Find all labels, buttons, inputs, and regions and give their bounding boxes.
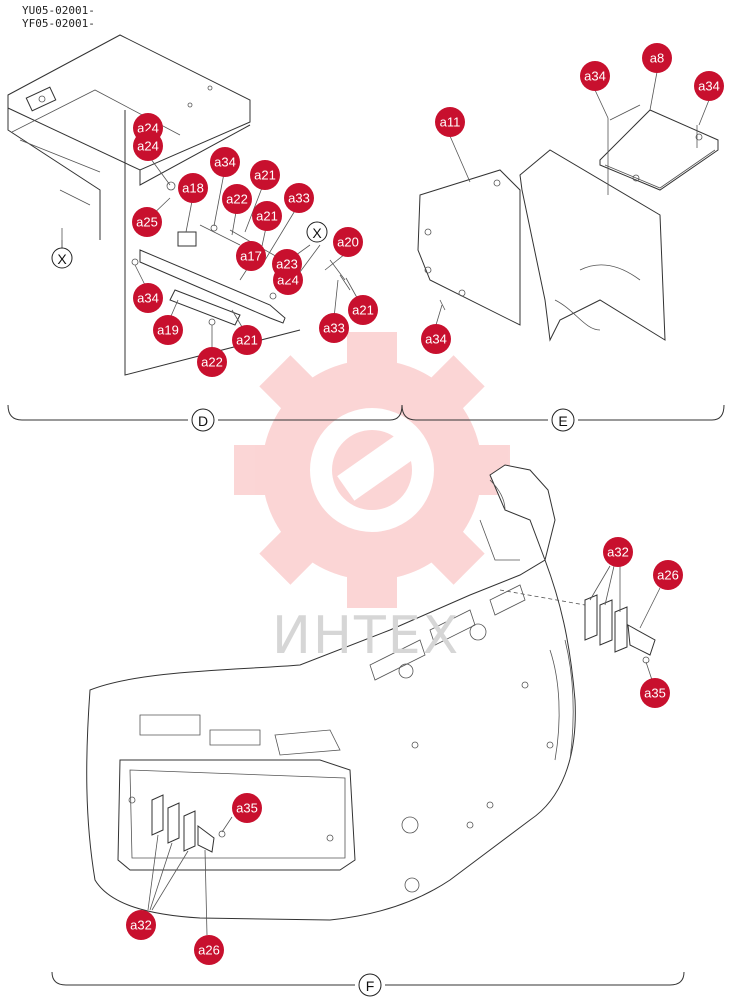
callout-a24[interactable]: a24 [133,131,163,161]
callout-a21[interactable]: a21 [232,325,262,355]
svg-text:a34: a34 [425,332,447,347]
svg-text:E: E [558,413,567,429]
section-f-brace [51,971,685,986]
callout-a34[interactable]: a34 [580,61,610,91]
section-e-brace [401,404,725,421]
svg-text:a21: a21 [352,303,374,318]
svg-text:a20: a20 [337,235,359,250]
svg-text:a32: a32 [130,918,152,933]
svg-text:a33: a33 [288,191,310,206]
callout-a18[interactable]: a18 [178,173,208,203]
watermark-text: ИНТЕХ [272,606,461,666]
callout-a34[interactable]: a34 [210,147,240,177]
callout-a32[interactable]: a32 [126,910,156,940]
section-label-d: D [191,408,215,432]
svg-text:a32: a32 [607,545,629,560]
cross-ref-x-right: X [306,221,328,243]
svg-text:X: X [312,225,322,241]
svg-text:a34: a34 [214,155,236,170]
section-label-f: F [358,973,382,997]
callout-a34[interactable]: a34 [133,283,163,313]
callout-a26[interactable]: a26 [194,935,224,965]
callout-a33[interactable]: a33 [319,313,349,343]
svg-text:a23: a23 [276,257,298,272]
svg-text:a35: a35 [644,686,666,701]
callout-a20[interactable]: a20 [333,227,363,257]
callout-a34[interactable]: a34 [421,324,451,354]
callout-a11[interactable]: a11 [435,107,465,137]
svg-text:a22: a22 [201,355,223,370]
svg-text:a8: a8 [650,51,664,66]
callout-a22[interactable]: a22 [197,347,227,377]
callout-a23[interactable]: a23 [272,249,302,279]
svg-text:a34: a34 [584,69,606,84]
serial-range-line-1: YU05-02001- [22,4,95,17]
svg-text:D: D [198,413,208,429]
svg-text:a21: a21 [254,168,276,183]
callout-a33[interactable]: a33 [284,183,314,213]
svg-text:a34: a34 [137,291,159,306]
callout-a26[interactable]: a26 [653,560,683,590]
callout-a22[interactable]: a22 [222,184,252,214]
section-d-drawing [7,34,351,376]
callout-a32[interactable]: a32 [603,537,633,567]
section-e-drawing [417,104,719,342]
callout-a8[interactable]: a8 [642,43,672,73]
callout-a34[interactable]: a34 [694,71,724,101]
svg-text:a33: a33 [323,321,345,336]
callout-a21[interactable]: a21 [348,295,378,325]
svg-text:a18: a18 [182,181,204,196]
svg-text:F: F [366,978,375,994]
callout-a35[interactable]: a35 [640,678,670,708]
serial-range-line-2: YF05-02001- [22,17,95,30]
callout-badges: a24 a24 a34 a21 a18 a22 a33 a25 a21 a20 … [126,43,724,965]
callout-a25[interactable]: a25 [132,207,162,237]
svg-text:a35: a35 [236,801,258,816]
svg-text:a34: a34 [698,79,720,94]
callout-a21[interactable]: a21 [252,201,282,231]
svg-text:a24: a24 [137,121,159,136]
svg-text:X: X [57,251,67,267]
callout-a35[interactable]: a35 [232,793,262,823]
svg-text:a25: a25 [136,215,158,230]
svg-text:a17: a17 [240,249,262,264]
svg-text:a21: a21 [236,333,258,348]
callout-a17[interactable]: a17 [236,241,266,271]
svg-text:a19: a19 [157,323,179,338]
svg-text:a26: a26 [657,568,679,583]
svg-text:a22: a22 [226,192,248,207]
svg-text:a11: a11 [440,115,461,130]
svg-text:a21: a21 [256,209,278,224]
callout-a19[interactable]: a19 [153,315,183,345]
svg-text:a26: a26 [198,943,220,958]
watermark-gear-icon [234,332,510,608]
callout-a21[interactable]: a21 [250,160,280,190]
svg-text:a24: a24 [137,139,159,154]
section-label-e: E [551,408,575,432]
cross-ref-x-left: X [51,247,73,269]
